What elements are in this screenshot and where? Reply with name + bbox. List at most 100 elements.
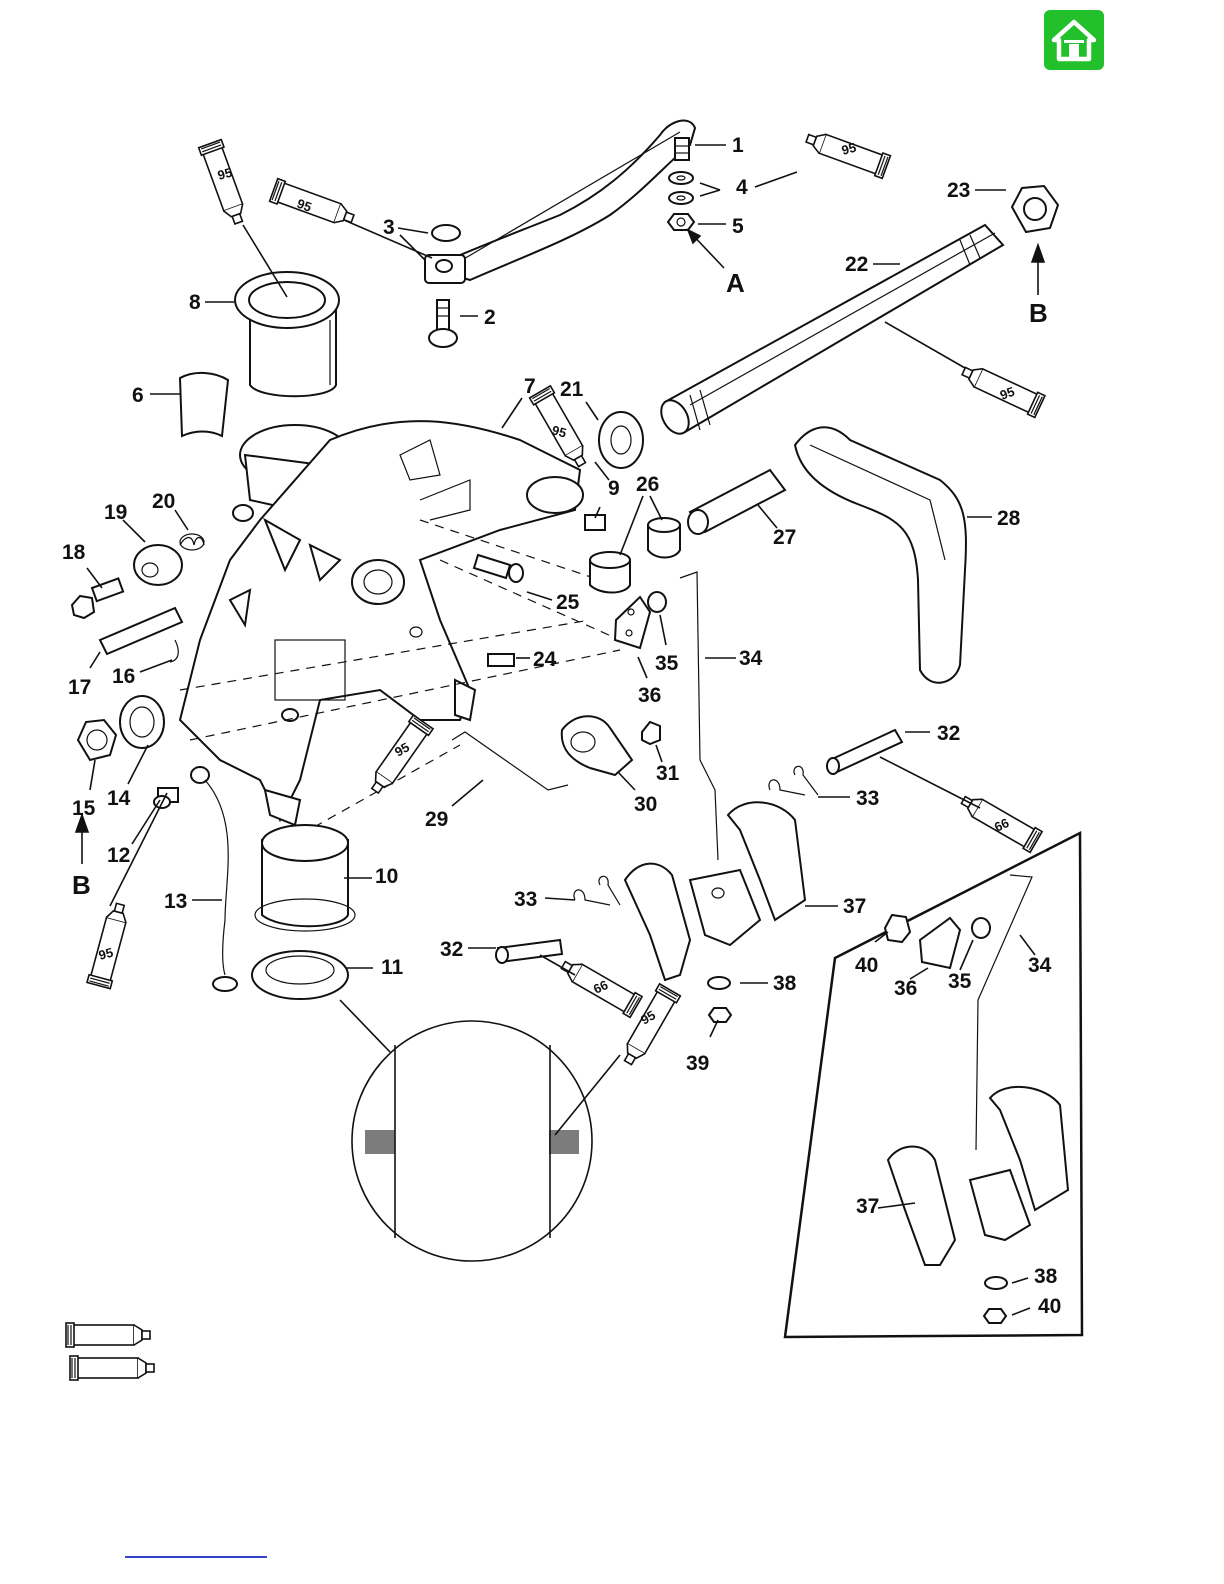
- rod-29: [452, 732, 568, 790]
- callout-26: 26: [636, 473, 659, 496]
- tilt-tube-22: [656, 225, 1003, 439]
- spring-20: [180, 534, 204, 550]
- callout-40: 40: [855, 954, 878, 977]
- callout-40: 40: [1038, 1295, 1061, 1318]
- steering-link-rod: [425, 121, 695, 283]
- callout-19: 19: [104, 501, 127, 524]
- clips-33b: [574, 876, 620, 905]
- callout-21: 21: [560, 378, 584, 401]
- callout-20: 20: [152, 490, 175, 513]
- washer-38a: [708, 977, 730, 989]
- bolt-18: [72, 578, 123, 618]
- callout-38: 38: [1034, 1265, 1058, 1288]
- pin-27: [688, 470, 785, 534]
- locknut-40a: [885, 915, 910, 942]
- washer-21: [599, 412, 643, 468]
- callout-25: 25: [556, 591, 580, 614]
- callout-17: 17: [68, 676, 91, 699]
- callout-24: 24: [533, 648, 557, 671]
- locknut-15: [78, 720, 116, 760]
- ground-strap-13: [191, 767, 237, 991]
- callout-12: 12: [107, 844, 130, 867]
- callout-8: 8: [189, 291, 201, 314]
- callout-11: 11: [381, 956, 404, 979]
- callout-32: 32: [440, 938, 463, 961]
- seal-detail-view: [340, 1000, 592, 1261]
- callout-15: 15: [72, 797, 96, 820]
- callout-37: 37: [843, 895, 866, 918]
- inset-panel: [785, 833, 1082, 1337]
- callout-38: 38: [773, 972, 797, 995]
- callout-7: 7: [524, 375, 536, 398]
- bushing-8: [235, 272, 339, 396]
- callout-10: 10: [375, 865, 398, 888]
- callout-16: 16: [112, 665, 135, 688]
- callout-27: 27: [773, 526, 796, 549]
- callout-9: 9: [608, 477, 620, 500]
- spacer-6: [180, 373, 228, 436]
- lubricant-tube: [270, 179, 357, 230]
- seal-11: [252, 951, 348, 999]
- tilt-lever-28: [795, 427, 966, 682]
- link-plate-36a: [615, 597, 650, 648]
- callout-3: 3: [383, 216, 395, 239]
- decal-24: [488, 654, 514, 666]
- link-stud: [675, 138, 689, 160]
- legend-tube: [70, 1356, 154, 1380]
- callout-13: 13: [164, 890, 187, 913]
- washer-3: [432, 225, 460, 241]
- callout-39: 39: [686, 1052, 709, 1075]
- view-marker-b: B: [72, 870, 91, 900]
- bracket-30: [562, 716, 632, 775]
- washer-35a: [648, 592, 666, 612]
- tilt-tube-nut-23: [1012, 186, 1058, 232]
- callout-29: 29: [425, 808, 448, 831]
- callout-1: 1: [732, 134, 744, 157]
- pin-32a: [827, 730, 902, 774]
- view-marker-a: A: [726, 268, 745, 298]
- tilt-lock-37b: [888, 1087, 1068, 1265]
- locknut-31: [642, 722, 660, 744]
- callout-6: 6: [132, 384, 144, 407]
- washers-4: [669, 172, 693, 204]
- bolt-2: [429, 300, 457, 347]
- washer-35b: [972, 918, 990, 938]
- callout-28: 28: [997, 507, 1021, 530]
- callout-36: 36: [638, 684, 661, 707]
- bolt-25: [474, 555, 523, 582]
- callout-34: 34: [739, 647, 763, 670]
- link-plate-36b: [920, 918, 960, 968]
- callout-4: 4: [736, 176, 748, 199]
- callout-30: 30: [634, 793, 657, 816]
- clips-33a: [769, 766, 818, 795]
- legend-tube: [66, 1323, 150, 1347]
- callout-35: 35: [948, 970, 972, 993]
- bushing-10: [255, 825, 355, 931]
- callout-2: 2: [484, 306, 496, 329]
- callout-36: 36: [894, 977, 917, 1000]
- callout-32: 32: [937, 722, 960, 745]
- callout-22: 22: [845, 253, 868, 276]
- knob-19: [134, 545, 182, 585]
- pin-17: [100, 608, 182, 654]
- callout-18: 18: [62, 541, 86, 564]
- callout-31: 31: [656, 762, 680, 785]
- pin-32b: [496, 940, 562, 963]
- locknut-40b: [984, 1309, 1006, 1323]
- bottom-link-underline[interactable]: [125, 1556, 267, 1558]
- rod-34a: [680, 572, 718, 860]
- callout-33: 33: [514, 888, 537, 911]
- callout-35: 35: [655, 652, 679, 675]
- callout-5: 5: [732, 215, 744, 238]
- view-marker-b: B: [1029, 298, 1048, 328]
- callout-23: 23: [947, 179, 970, 202]
- callout-34: 34: [1028, 954, 1052, 977]
- washer-38b: [985, 1277, 1007, 1289]
- washer-14: [120, 696, 164, 748]
- cotter-16: [170, 640, 178, 662]
- locknut-39: [709, 1008, 731, 1022]
- callout-14: 14: [107, 787, 131, 810]
- tilt-lock-37a: [625, 802, 805, 980]
- lubricant-tube: [199, 140, 250, 227]
